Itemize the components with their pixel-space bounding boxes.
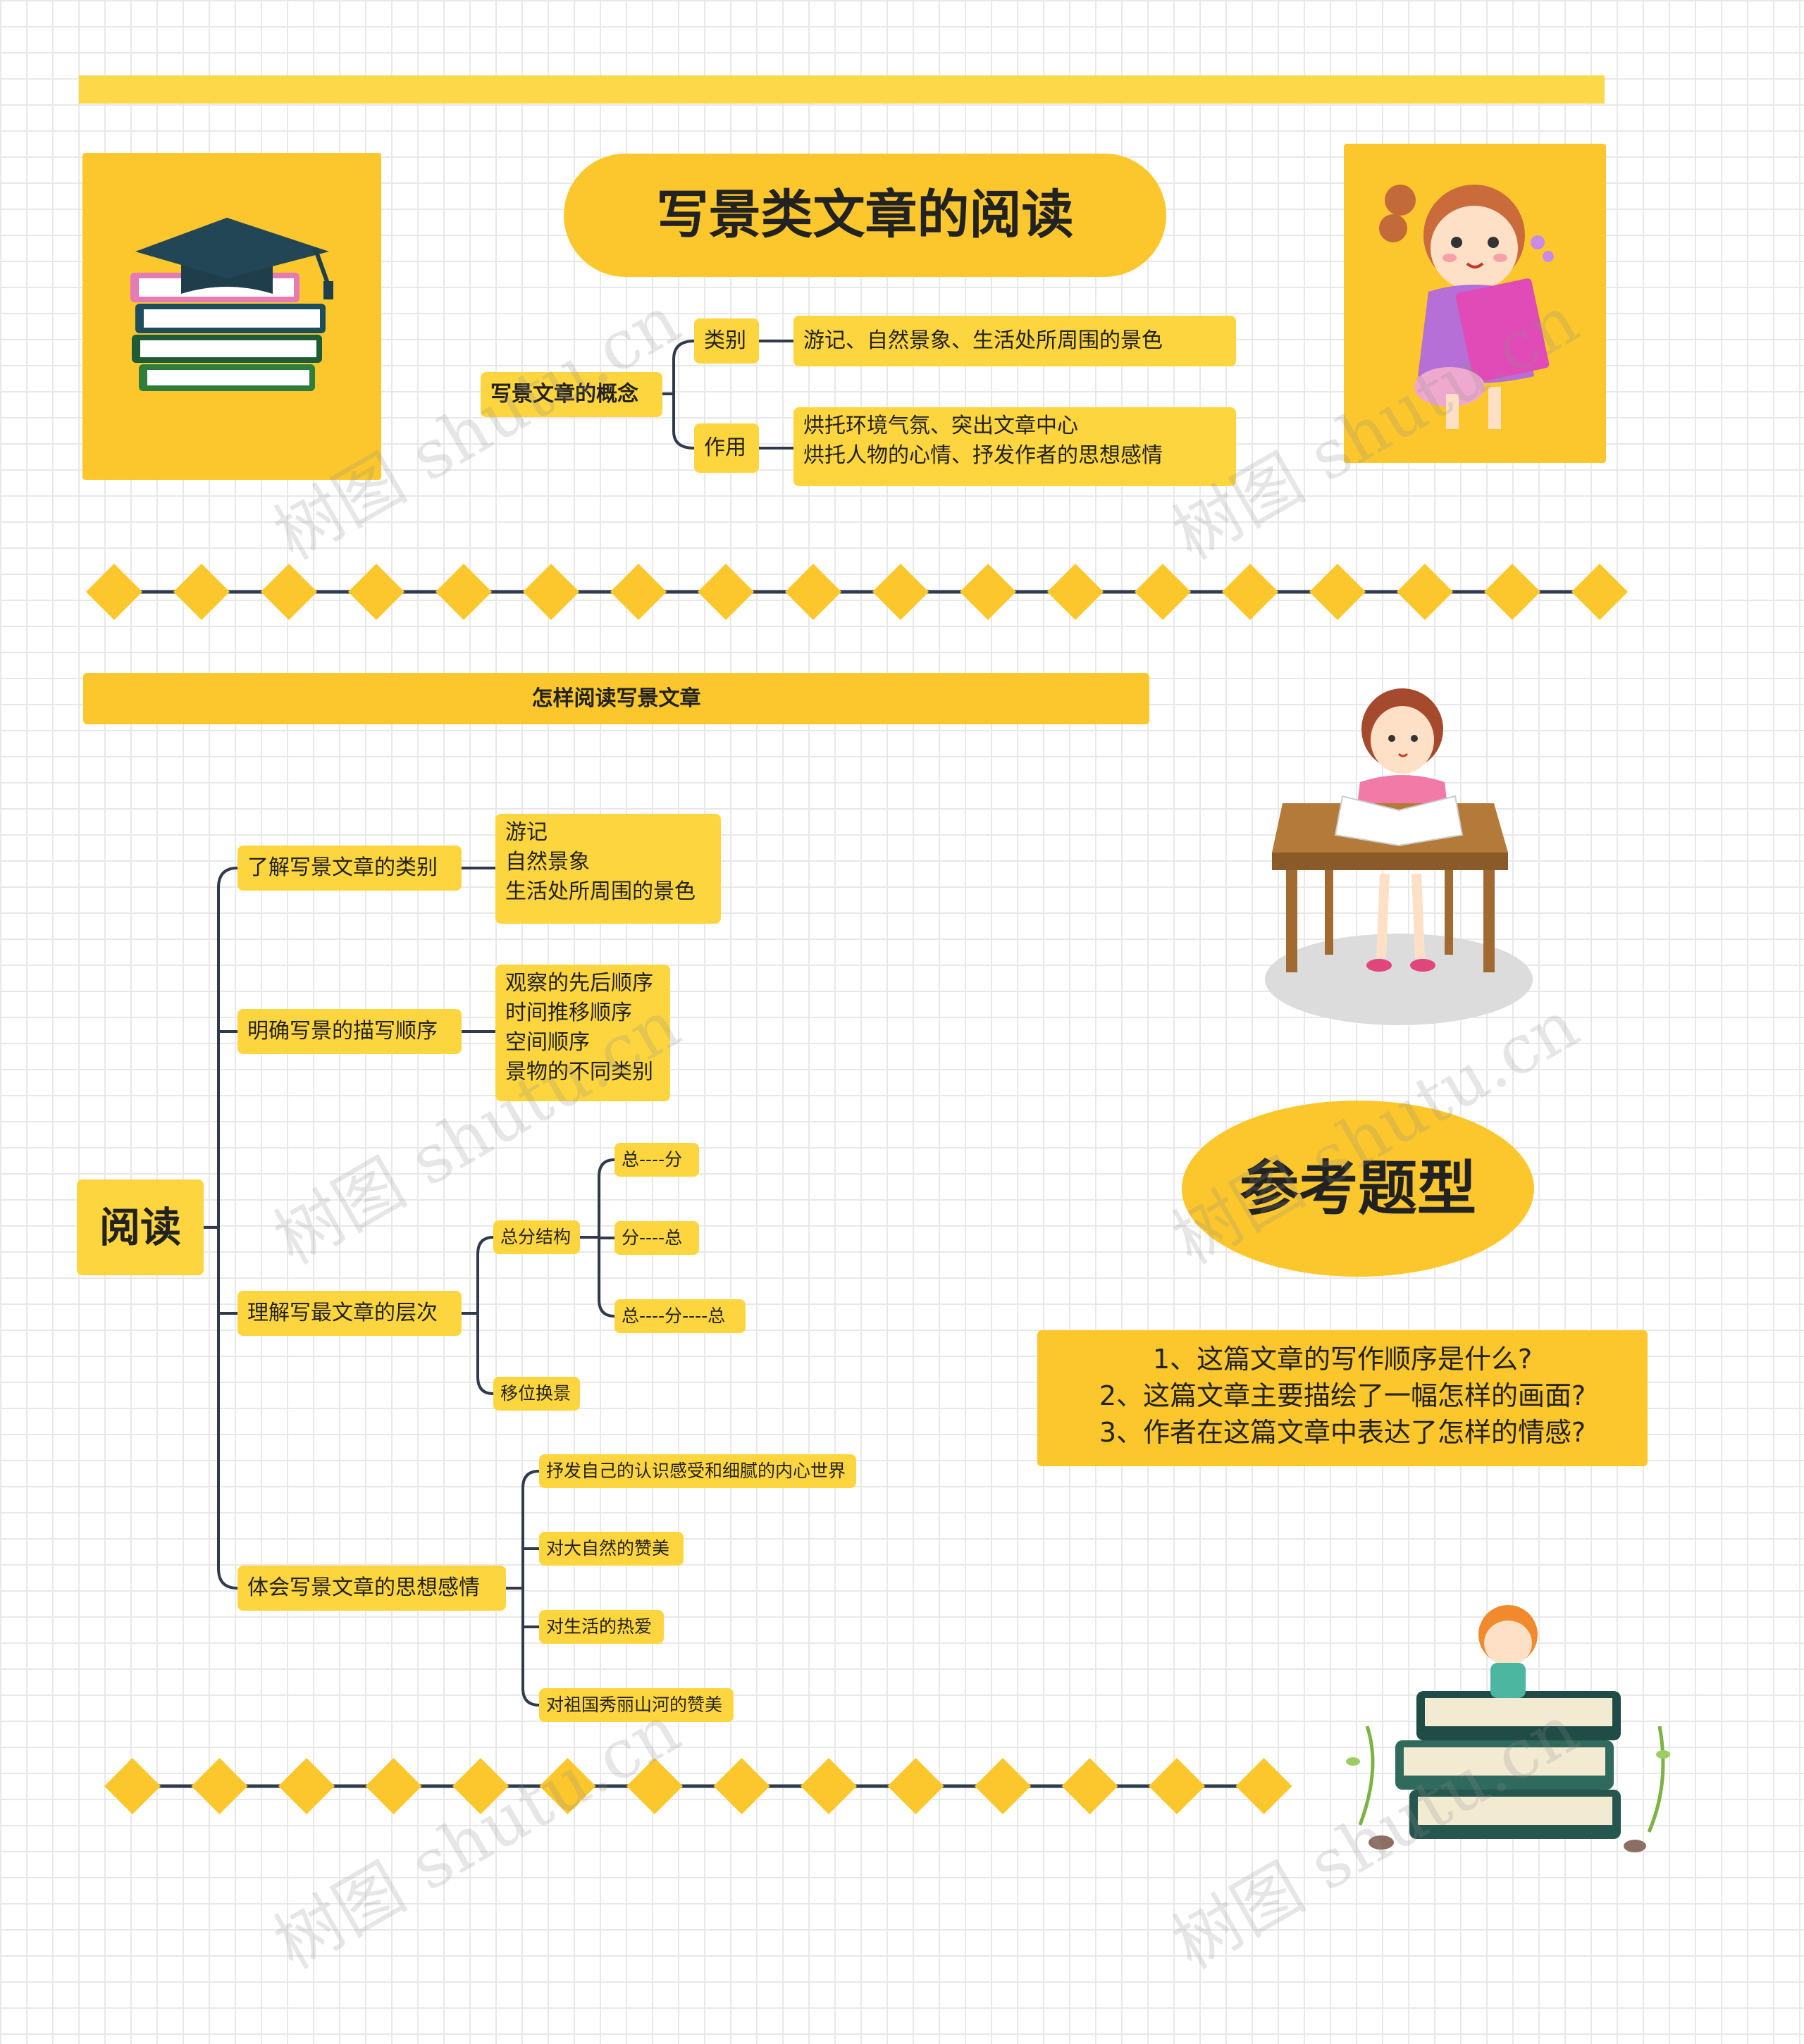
reading-detail-category: 游记 自然景象 生活处所周围的景色 bbox=[495, 814, 721, 924]
emotion-leaf-1: 抒发自己的认识感受和细腻的内心世界 bbox=[539, 1454, 856, 1488]
top-banner-bar bbox=[79, 75, 1605, 104]
diamond-marker bbox=[785, 564, 841, 620]
emotion-leaf-3: 对生活的热爱 bbox=[539, 1610, 664, 1644]
diamond-marker bbox=[365, 1758, 422, 1814]
boy-books-illustration bbox=[1339, 1599, 1691, 1860]
diamond-marker bbox=[1571, 564, 1628, 620]
diamond-marker bbox=[887, 1758, 944, 1814]
diamond-marker bbox=[713, 1758, 770, 1814]
concept-detail-category: 游记、自然景象、生活处所周围的景色 bbox=[793, 316, 1236, 366]
structure-move-scene: 移位换景 bbox=[493, 1377, 580, 1411]
diamond-marker bbox=[1061, 1758, 1118, 1814]
diamond-marker bbox=[610, 564, 667, 620]
emotion-leaf-4: 对祖国秀丽山河的赞美 bbox=[539, 1688, 734, 1722]
diamond-marker bbox=[1149, 1758, 1205, 1814]
reference-title: 参考题型 bbox=[1182, 1101, 1534, 1277]
reference-questions: 1、这篇文章的写作顺序是什么? 2、这篇文章主要描绘了一幅怎样的画面? 3、作者… bbox=[1037, 1330, 1648, 1466]
section-header: 怎样阅读写景文章 bbox=[83, 673, 1149, 724]
girl-reading-illustration bbox=[1344, 144, 1606, 463]
diamond-marker bbox=[698, 564, 754, 620]
page-title: 写景类文章的阅读 bbox=[564, 154, 1166, 277]
graduation-cap-books-icon bbox=[130, 218, 333, 391]
diamond-marker bbox=[1484, 564, 1540, 620]
diamond-marker bbox=[1309, 564, 1366, 620]
diamond-marker bbox=[452, 1758, 509, 1814]
diamond-marker bbox=[261, 564, 317, 620]
concept-detail-function: 烘托环境气氛、突出文章中心 烘托人物的心情、抒发作者的思想感情 bbox=[793, 407, 1236, 486]
diamond-marker bbox=[173, 564, 230, 620]
reading-detail-order: 观察的先后顺序 时间推移顺序 空间顺序 景物的不同类别 bbox=[495, 965, 670, 1101]
diamond-marker bbox=[960, 564, 1016, 620]
diamond-marker bbox=[1047, 564, 1104, 620]
reading-item-emotion: 体会写景文章的思想感情 bbox=[237, 1566, 506, 1611]
diamond-marker bbox=[104, 1758, 161, 1814]
diamond-marker bbox=[539, 1758, 596, 1814]
reading-item-structure: 理解写最文章的层次 bbox=[237, 1291, 462, 1336]
structure-leaf-2: 分----总 bbox=[614, 1221, 699, 1255]
girl-desk-illustration bbox=[1258, 676, 1540, 1029]
structure-leaf-1: 总----分 bbox=[614, 1143, 699, 1177]
diamond-marker bbox=[278, 1758, 335, 1814]
girl-book-icon bbox=[1379, 185, 1554, 429]
reading-root: 阅读 bbox=[77, 1179, 204, 1275]
diamond-marker bbox=[1222, 564, 1278, 620]
diamond-marker bbox=[1135, 564, 1191, 620]
books-illustration bbox=[82, 153, 381, 480]
reading-item-order: 明确写景的描写顺序 bbox=[237, 1009, 462, 1054]
concept-root: 写景文章的概念 bbox=[481, 372, 662, 417]
diamond-marker bbox=[1397, 564, 1453, 620]
diamond-marker bbox=[86, 564, 142, 620]
structure-leaf-3: 总----分----总 bbox=[614, 1299, 746, 1333]
diamond-marker bbox=[523, 564, 579, 620]
diamond-marker bbox=[191, 1758, 248, 1814]
structure-total-parts: 总分结构 bbox=[493, 1220, 580, 1254]
diamond-marker bbox=[626, 1758, 683, 1814]
reading-item-category: 了解写景文章的类别 bbox=[237, 846, 462, 891]
watermark: 树图 shutu.cn bbox=[261, 1690, 693, 1985]
diamond-marker bbox=[435, 564, 492, 620]
boy-on-books-icon bbox=[1346, 1605, 1670, 1852]
emotion-leaf-2: 对大自然的赞美 bbox=[539, 1532, 684, 1566]
diamond-marker bbox=[975, 1758, 1031, 1814]
concept-branch-function: 作用 bbox=[694, 423, 759, 473]
diamond-marker bbox=[801, 1758, 857, 1814]
diamond-marker bbox=[1235, 1758, 1292, 1814]
concept-branch-category: 类别 bbox=[694, 318, 759, 364]
diamond-marker bbox=[348, 564, 404, 620]
diamond-marker bbox=[872, 564, 929, 620]
girl-desk-icon bbox=[1265, 688, 1533, 1025]
